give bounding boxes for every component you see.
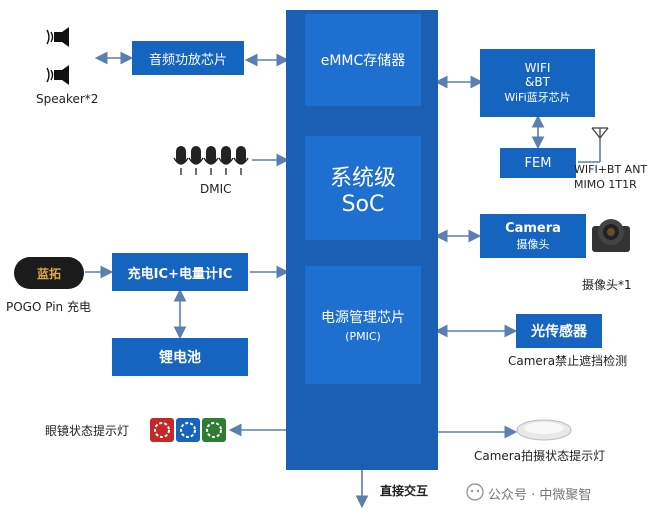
watermark-label: 公众号 · 中微聚智 — [488, 488, 592, 503]
dmic-label: DMIC — [200, 182, 232, 196]
wechat-icon — [466, 483, 484, 501]
status-light-green — [202, 418, 226, 442]
microphone-array-icon — [173, 144, 253, 178]
soc-label-line2: SoC — [341, 191, 385, 217]
glasses-light-label: 眼镜状态提示灯 — [45, 424, 130, 438]
antenna-label-line2: MIMO 1T1R — [574, 178, 637, 191]
wifi-label-line3: WiFi蓝牙芯片 — [504, 91, 571, 104]
wifi-bt-block: WIFI &BT WiFi蓝牙芯片 — [480, 49, 595, 117]
speaker-label: Speaker*2 — [36, 92, 99, 106]
charger-label: 充电IC+电量计IC — [127, 266, 233, 282]
pmic-block: 电源管理芯片 (PMIC) — [305, 266, 421, 384]
wifi-label-line1: WIFI — [524, 61, 551, 75]
soc-core-block: 系统级 SoC — [305, 136, 421, 240]
speaker-icon — [44, 26, 70, 48]
pmic-label-line2: (PMIC) — [345, 330, 381, 343]
camera-label-line1: Camera — [505, 220, 561, 236]
pogo-logo: 蓝拓 — [36, 266, 61, 281]
pmic-label-line1: 电源管理芯片 — [321, 310, 405, 326]
battery-label: 锂电池 — [159, 350, 201, 366]
status-light-blue — [176, 418, 200, 442]
light-sensor-block: 光传感器 — [516, 314, 602, 348]
direct-interaction-label: 直接交互 — [380, 484, 429, 498]
audio-amp-block: 音频功放芯片 — [132, 41, 244, 75]
light-sensor-desc: Camera禁止遮挡检测 — [508, 354, 628, 368]
soc-label-line1: 系统级 — [329, 165, 396, 191]
camera-status-light-icon — [516, 418, 572, 442]
speaker-icon — [44, 64, 70, 86]
light-sensor-label: 光传感器 — [531, 324, 587, 340]
camera-module-icon — [588, 212, 634, 258]
camera-count-label: 摄像头*1 — [582, 278, 632, 292]
emmc-label: eMMC存储器 — [320, 53, 406, 69]
camera-light-label: Camera拍摄状态提示灯 — [474, 449, 606, 463]
pogo-label: POGO Pin 充电 — [6, 300, 91, 314]
antenna-icon — [591, 127, 609, 140]
pogo-pin-connector: 蓝拓 — [14, 257, 84, 289]
status-light-red — [150, 418, 174, 442]
fem-label: FEM — [524, 155, 552, 171]
fem-block: FEM — [500, 148, 576, 178]
camera-block: Camera 摄像头 — [480, 214, 586, 258]
battery-block: 锂电池 — [112, 338, 248, 376]
antenna-label-line1: WIFI+BT ANT — [574, 163, 648, 176]
charger-block: 充电IC+电量计IC — [112, 253, 248, 291]
emmc-block: eMMC存储器 — [305, 14, 421, 106]
audio-amp-label: 音频功放芯片 — [148, 52, 227, 68]
wifi-label-line2: &BT — [525, 75, 550, 89]
camera-label-line2: 摄像头 — [516, 237, 550, 251]
